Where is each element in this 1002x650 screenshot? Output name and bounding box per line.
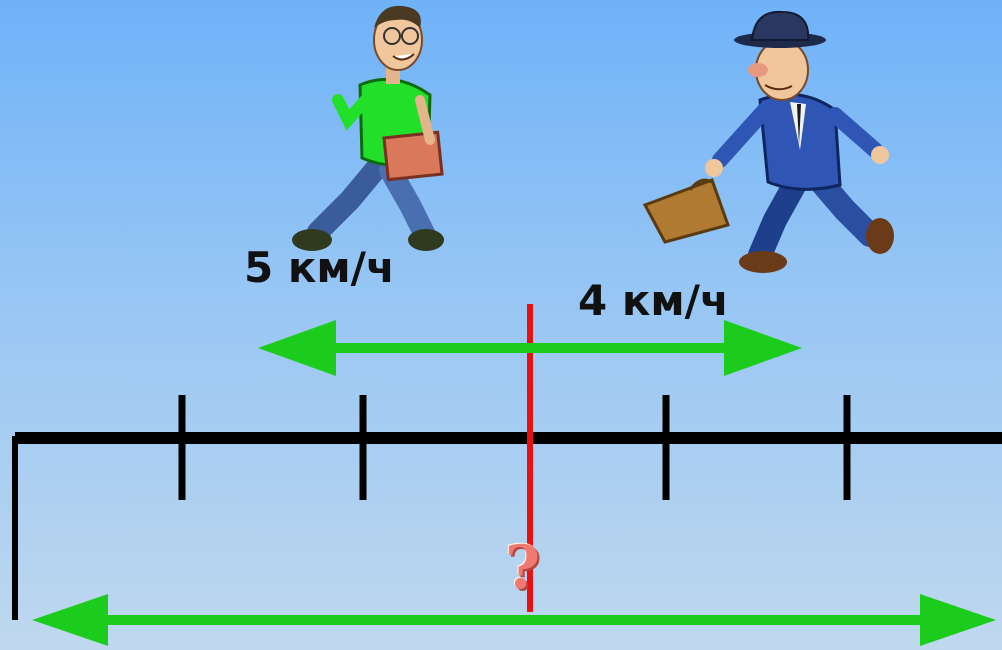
arrow-left-head: [258, 320, 336, 376]
businessman-walker-figure: [642, 10, 894, 273]
number-line: [12, 395, 1002, 620]
arrow-right-head: [724, 320, 802, 376]
student-walker-figure: [292, 5, 444, 251]
speed-label-right: 4 км/ч: [578, 276, 729, 325]
arrow-left-head: [32, 594, 108, 646]
speed-label-left: 5 км/ч: [244, 243, 395, 292]
question-mark-icon: ?: [505, 533, 541, 603]
arrow-right-head: [920, 594, 996, 646]
direction-arrows: [258, 320, 802, 376]
distance-arrow: [32, 594, 996, 646]
